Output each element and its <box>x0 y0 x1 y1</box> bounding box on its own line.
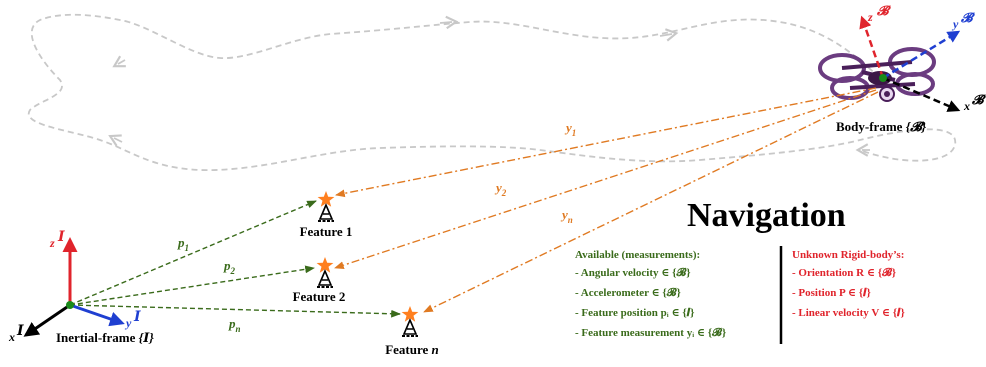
body-x-axis-superscript: 𝓑 <box>971 92 986 107</box>
available-item: - Accelerometer ∈ {𝓑} <box>575 287 681 299</box>
body-x-axis-label: x <box>963 99 970 113</box>
feature-n: Feature n <box>385 306 439 357</box>
unknown-heading: Unknown Rigid-body’s: <box>792 249 904 261</box>
available-item: - Feature measurement yᵢ ∈ {𝓑} <box>575 327 726 339</box>
feature-1: Feature 1 <box>300 191 353 239</box>
inertial-x-axis-superscript: 𝑰 <box>16 324 24 339</box>
body-frame-label: Body-frame {𝓑} <box>836 119 927 134</box>
unknown-item: - Orientation R ∈ {𝓑} <box>792 267 896 279</box>
drone-illustration <box>818 47 936 102</box>
available-heading: Available (measurements): <box>575 249 700 261</box>
diagram-title: Navigation <box>687 197 846 234</box>
feature-1-label: Feature 1 <box>300 224 353 239</box>
body-y-axis-superscript: 𝓑 <box>960 10 975 25</box>
body-y-axis-label: y <box>951 17 959 31</box>
y2-label: y2 <box>494 180 507 198</box>
inertial-z-axis-label: z <box>49 236 55 250</box>
available-measurements: Available (measurements): - Angular velo… <box>575 249 726 339</box>
body-z-axis-label: z <box>867 10 873 24</box>
feature-2-label: Feature 2 <box>293 289 346 304</box>
inertial-frame-axes <box>23 237 125 337</box>
pn-label: pn <box>228 316 241 334</box>
feature-2-star-icon <box>316 257 334 273</box>
trajectory <box>27 13 956 171</box>
y1-label: y1 <box>564 120 576 138</box>
inertial-x-axis-label: x <box>8 330 15 344</box>
p-vectors <box>69 200 401 318</box>
p2-label: p2 <box>223 258 236 276</box>
unknown-item: - Linear velocity V ∈ {𝑰} <box>792 307 905 319</box>
inertial-y-axis-label: y <box>124 316 132 330</box>
yn-label: yn <box>560 207 573 225</box>
p1-label: p1 <box>177 235 189 253</box>
unknown-rigid-body: Unknown Rigid-body’s: - Orientation R ∈ … <box>792 249 905 319</box>
body-z-axis-superscript: 𝓑 <box>876 3 891 18</box>
available-item: - Angular velocity ∈ {𝓑} <box>575 267 691 279</box>
inertial-frame-label: Inertial-frame {𝑰} <box>56 330 154 345</box>
feature-n-star-icon <box>401 306 419 322</box>
inertial-z-axis-superscript: 𝑰 <box>57 230 65 245</box>
unknown-item: - Position P ∈ {𝑰} <box>792 287 871 299</box>
inertial-y-axis-superscript: 𝑰 <box>133 310 141 325</box>
feature-1-star-icon <box>317 191 335 207</box>
feature-2: Feature 2 <box>293 257 346 304</box>
body-frame-axes <box>859 15 961 112</box>
y-vectors <box>334 87 879 313</box>
feature-n-label: Feature n <box>385 342 439 357</box>
available-item: - Feature position pᵢ ∈ {𝑰} <box>575 307 694 319</box>
